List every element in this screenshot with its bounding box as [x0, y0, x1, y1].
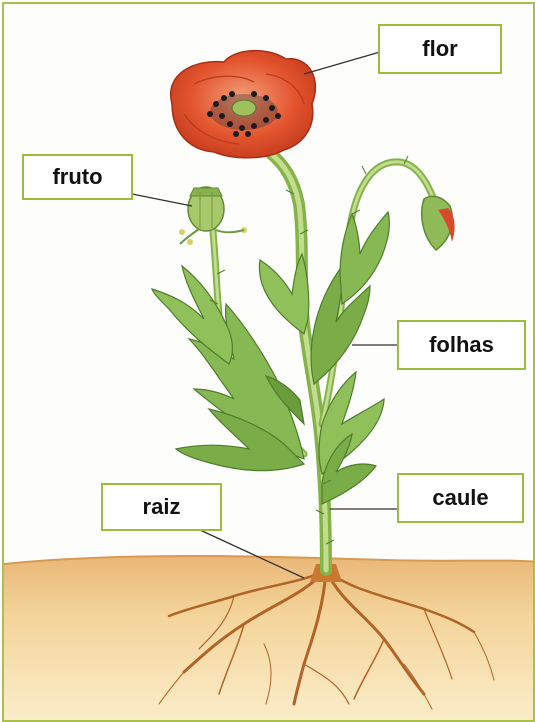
leaves — [152, 212, 389, 504]
flower-bud — [422, 196, 455, 250]
label-caule: caule — [397, 473, 524, 523]
label-folhas: folhas — [397, 320, 526, 370]
label-fruto: fruto — [22, 154, 133, 200]
label-flor: flor — [378, 24, 502, 74]
soil — [4, 556, 535, 722]
label-raiz: raiz — [101, 483, 222, 531]
poppy-flower — [171, 51, 316, 158]
leader-fruto — [132, 194, 192, 206]
leader-flor — [304, 52, 380, 74]
